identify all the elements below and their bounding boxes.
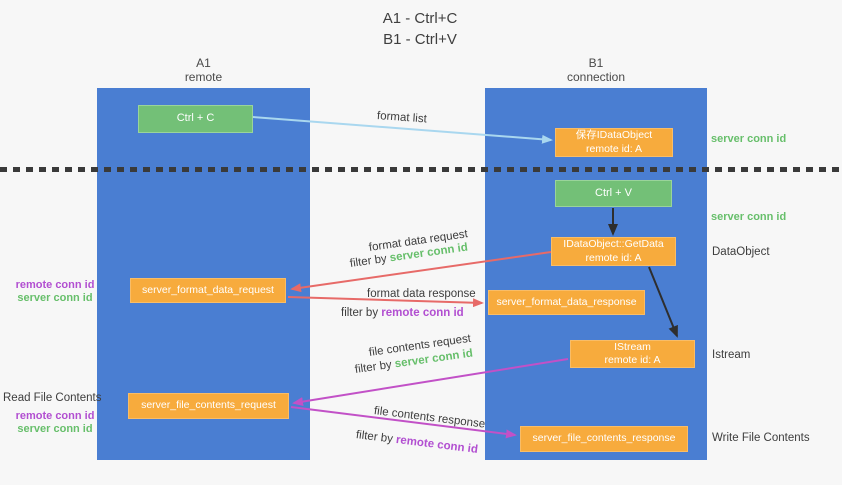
label-server-conn-id-right-mid: server conn id bbox=[711, 211, 787, 223]
conn-ids-lower: remote conn id server conn id bbox=[11, 410, 99, 436]
label-file-contents-response: file contents response bbox=[373, 405, 486, 431]
node-istream-line1: IStream bbox=[614, 340, 651, 353]
node-getdata-line2: remote id: A bbox=[585, 251, 642, 264]
node-file-response-label: server_file_contents_response bbox=[532, 432, 676, 445]
label-dataobject: DataObject bbox=[712, 246, 770, 258]
label-istream: Istream bbox=[712, 349, 751, 361]
filter-remote-conn-id: remote conn id bbox=[381, 307, 464, 319]
column-header-a1: A1 remote bbox=[97, 56, 310, 85]
column-b1-subtitle: connection bbox=[566, 70, 626, 85]
node-ctrl-c-label: Ctrl + C bbox=[176, 112, 215, 125]
node-save-idataobject: 保存IDataObject remote id: A bbox=[555, 128, 673, 157]
column-header-b1: B1 connection bbox=[485, 56, 707, 85]
column-b1-name: B1 bbox=[588, 56, 604, 70]
filter-by-text: filter by bbox=[355, 429, 394, 446]
node-ctrl-v: Ctrl + V bbox=[555, 180, 672, 207]
label-format-data-response: format data response bbox=[367, 288, 476, 300]
conn-ids-upper: remote conn id server conn id bbox=[11, 279, 99, 305]
node-format-request-label: server_format_data_request bbox=[142, 283, 274, 296]
filter-by-text: filter by bbox=[349, 252, 388, 270]
filter-by-text: filter by bbox=[341, 307, 379, 319]
node-istream-line2: remote id: A bbox=[604, 354, 661, 366]
label-remote-conn-id-left-2: remote conn id bbox=[15, 410, 95, 422]
phase-separator-line bbox=[0, 167, 842, 172]
node-server-format-data-response: server_format_data_response bbox=[488, 290, 645, 315]
node-save-idataobject-line2: remote id: A bbox=[585, 142, 643, 155]
label-format-list: format list bbox=[376, 110, 428, 126]
node-istream: IStream remote id: A bbox=[570, 340, 695, 368]
label-server-conn-id-left-2: server conn id bbox=[17, 423, 93, 436]
diagram-title: A1 - Ctrl+C B1 - Ctrl+V bbox=[330, 8, 510, 50]
label-filter-remote-1: filter by remote conn id bbox=[341, 307, 464, 319]
filter-remote-conn-id: remote conn id bbox=[395, 433, 479, 456]
node-getdata-line1: IDataObject::GetData bbox=[563, 238, 664, 251]
label-server-conn-id-right-top: server conn id bbox=[711, 133, 787, 145]
node-ctrl-v-label: Ctrl + V bbox=[595, 186, 632, 199]
label-write-file-contents: Write File Contents bbox=[712, 432, 810, 444]
title-line-1: A1 - Ctrl+C bbox=[382, 10, 458, 27]
filter-by-text: filter by bbox=[354, 358, 393, 376]
label-remote-conn-id-left: remote conn id bbox=[15, 279, 95, 291]
column-a1-subtitle: remote bbox=[184, 70, 223, 85]
node-save-idataobject-line1: 保存IDataObject bbox=[575, 129, 653, 142]
label-server-conn-id-left: server conn id bbox=[17, 292, 93, 305]
node-server-file-contents-response: server_file_contents_response bbox=[520, 426, 688, 452]
label-read-file-contents: Read File Contents bbox=[3, 392, 102, 404]
node-server-file-contents-request: server_file_contents_request bbox=[128, 393, 289, 419]
column-a1-name: A1 bbox=[196, 56, 211, 70]
node-file-request-label: server_file_contents_request bbox=[141, 399, 276, 412]
node-server-format-data-request: server_format_data_request bbox=[130, 278, 286, 303]
label-filter-remote-2: filter by remote conn id bbox=[355, 429, 478, 456]
title-line-2: B1 - Ctrl+V bbox=[383, 31, 457, 48]
node-idataobject-getdata: IDataObject::GetData remote id: A bbox=[551, 237, 676, 266]
node-ctrl-c: Ctrl + C bbox=[138, 105, 253, 133]
node-format-response-label: server_format_data_response bbox=[496, 295, 637, 308]
